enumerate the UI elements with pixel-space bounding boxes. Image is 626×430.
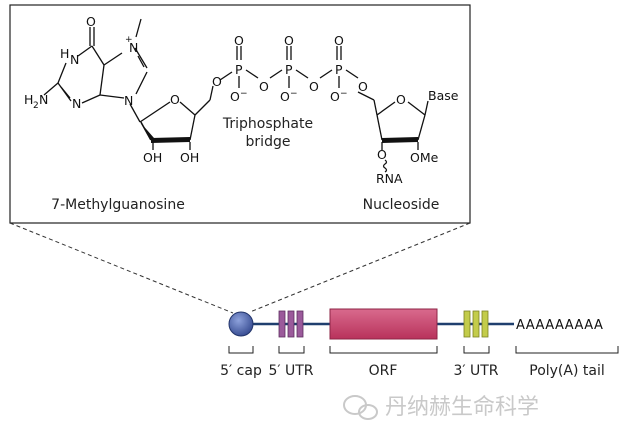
five-prime-utr-bars (278, 310, 304, 338)
utr5-bar-1 (278, 310, 286, 338)
p-beta: P (285, 62, 293, 77)
bracket-tail (515, 346, 619, 354)
sugar-o2: O (396, 92, 406, 107)
methyl-plus: + (125, 35, 133, 45)
n1-atom: N (70, 52, 79, 67)
utr3-bar-1 (463, 310, 471, 338)
oxo-o: O (86, 14, 96, 29)
minus-o1: O (230, 89, 240, 104)
minus-o2: O (280, 89, 290, 104)
minus-o3: O (330, 89, 340, 104)
amino-h: H (24, 92, 33, 107)
n9-atom: N (124, 93, 133, 108)
utr3-bar-2 (472, 310, 480, 338)
wedge-c1 (140, 122, 154, 140)
p-alpha: P (235, 62, 243, 77)
o3-atom: O (377, 147, 387, 162)
watermark-text: 丹纳赫生命科学 (385, 395, 539, 420)
label-cap: 5′ cap (220, 363, 262, 379)
rna-label: RNA (376, 171, 403, 186)
label-tail: Poly(A) tail (529, 363, 604, 379)
bridge-label-line2: bridge (246, 134, 291, 150)
top-o2: O (284, 33, 294, 48)
utr5-bar-3 (296, 310, 304, 338)
link-o2: O (358, 79, 368, 94)
five-prime-cap (228, 311, 254, 337)
bracket-cap (228, 346, 254, 354)
bracket-utr3 (463, 346, 490, 354)
left-caption: 7-Methylguanosine (51, 197, 185, 213)
zoom-line-left (9, 222, 234, 314)
base-label: Base (428, 88, 459, 103)
watermark: 丹纳赫生命科学 (343, 395, 539, 420)
three-prime-utr-bars (463, 310, 489, 338)
p-gamma: P (335, 62, 343, 77)
label-utr3: 3′ UTR (453, 363, 498, 379)
region-brackets (228, 346, 619, 354)
top-o1: O (234, 33, 244, 48)
right-caption: Nucleoside (363, 197, 440, 213)
phosphate-bonds (219, 46, 429, 173)
structure-box (9, 4, 471, 224)
n7-atom: N (129, 40, 138, 55)
wechat-icon (343, 395, 378, 420)
utr5-bar-2 (287, 310, 295, 338)
amino-sub: 2 (33, 101, 39, 111)
bracket-utr5 (278, 346, 305, 354)
amino-n: N (39, 92, 48, 107)
label-orf: ORF (369, 363, 398, 379)
zoom-line-right (249, 222, 471, 313)
top-o3: O (334, 33, 344, 48)
poly-a-sequence: AAAAAAAAA (516, 318, 603, 333)
ome-label: OMe (410, 150, 439, 165)
label-utr5: 5′ UTR (268, 363, 313, 379)
n1-h: H (60, 46, 69, 61)
sugar-o1: O (170, 92, 180, 107)
oh-3prime: OH (180, 150, 199, 165)
minus-2: − (290, 89, 298, 99)
n3-atom: N (72, 96, 81, 111)
minus-1: − (240, 89, 248, 99)
orf-block (329, 308, 438, 340)
structure-atoms: O + N H N H 2 N N N O OH OH O O O O P P … (24, 14, 459, 186)
bridge-label-line1: Triphosphate (222, 116, 313, 132)
bracket-orf (329, 346, 438, 354)
minus-3: − (340, 89, 348, 99)
link-o1: O (212, 74, 222, 89)
utr3-bar-3 (481, 310, 489, 338)
oh-2prime: OH (143, 150, 162, 165)
bridge-o1: O (259, 79, 269, 94)
bridge-o2: O (309, 79, 319, 94)
